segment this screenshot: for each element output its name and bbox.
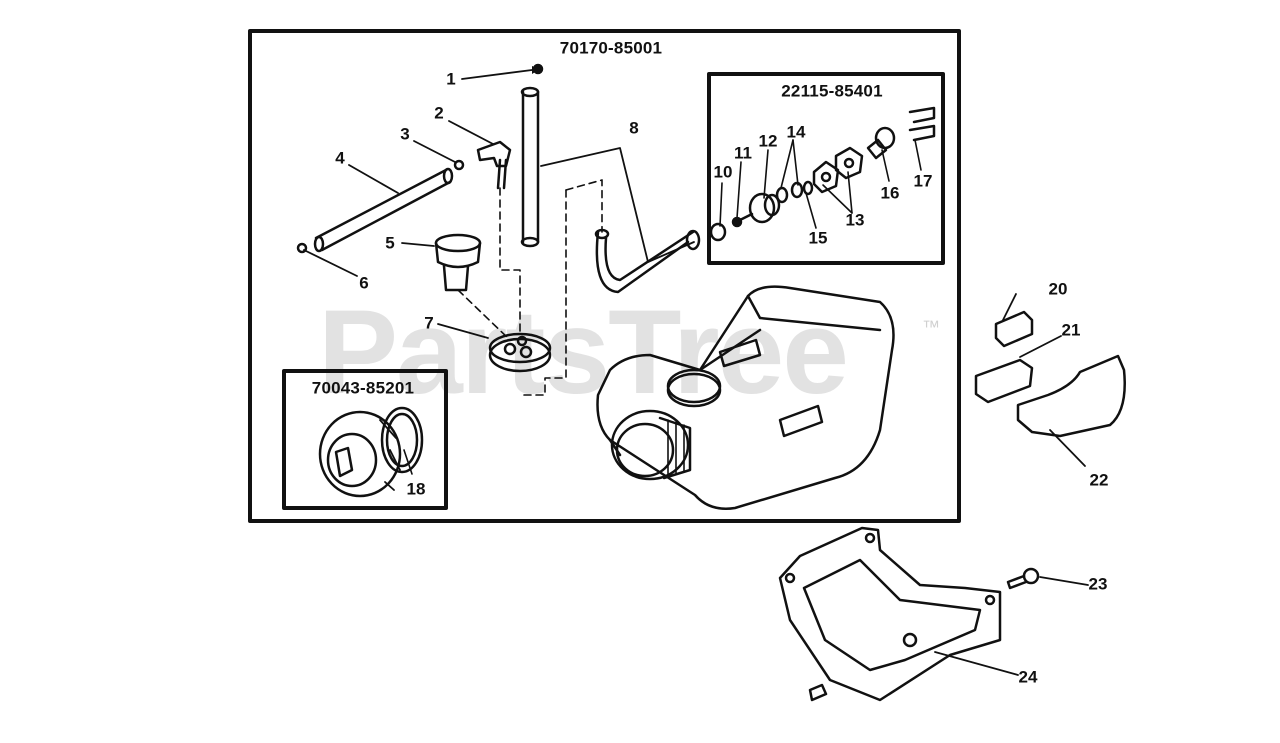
callout-17: 17 bbox=[913, 171, 933, 191]
part-8-tubes bbox=[520, 86, 701, 294]
callout-5: 5 bbox=[385, 233, 395, 253]
callout-3: 3 bbox=[400, 124, 410, 144]
part-1-plug bbox=[532, 63, 544, 75]
callout-7: 7 bbox=[424, 313, 434, 333]
part-24-frame bbox=[778, 526, 1002, 702]
valve-assembly-box bbox=[707, 72, 945, 265]
part-2-elbow bbox=[476, 140, 512, 190]
callout-16: 16 bbox=[880, 183, 900, 203]
part-17-clip bbox=[908, 106, 936, 142]
part-20-bracket bbox=[994, 310, 1034, 348]
part-13-knob-b bbox=[834, 146, 864, 180]
part-3-clip bbox=[453, 159, 465, 171]
part-21-plate bbox=[974, 358, 1034, 404]
part-18-gasket bbox=[380, 406, 424, 474]
valve-assembly-label: 22115-85401 bbox=[781, 81, 883, 101]
callout-10: 10 bbox=[713, 162, 733, 182]
callout-14: 14 bbox=[786, 122, 806, 142]
part-4-fuel-line bbox=[313, 167, 454, 253]
callout-12: 12 bbox=[758, 131, 778, 151]
callout-8: 8 bbox=[629, 118, 639, 138]
part-7-grommet bbox=[488, 332, 552, 373]
callout-20: 20 bbox=[1048, 279, 1068, 299]
part-14-o-ring-a bbox=[775, 186, 789, 204]
callout-2: 2 bbox=[434, 103, 444, 123]
part-18-cap bbox=[318, 410, 402, 498]
callout-22: 22 bbox=[1089, 470, 1109, 490]
tank-neck bbox=[610, 409, 692, 481]
callout-4: 4 bbox=[335, 148, 345, 168]
callout-11: 11 bbox=[734, 143, 752, 163]
watermark-trademark: ™ bbox=[922, 317, 940, 337]
callout-24: 24 bbox=[1018, 667, 1038, 687]
part-22-mount bbox=[1016, 354, 1126, 438]
callout-1: 1 bbox=[446, 69, 456, 89]
watermark: PartsTree bbox=[318, 285, 849, 419]
part-12-valve-body bbox=[738, 192, 781, 224]
callout-21: 21 bbox=[1061, 320, 1081, 340]
part-16-nut bbox=[866, 126, 896, 160]
part-23-bolt bbox=[1006, 567, 1040, 590]
part-14-o-ring-b bbox=[790, 181, 804, 199]
part-15-ring bbox=[802, 180, 814, 196]
part-6-clip bbox=[296, 242, 308, 254]
callout-15: 15 bbox=[808, 228, 828, 248]
cap-assembly-label: 70043-85201 bbox=[311, 378, 415, 398]
callout-13: 13 bbox=[845, 210, 865, 230]
callout-6: 6 bbox=[359, 273, 369, 293]
callout-23: 23 bbox=[1088, 574, 1108, 594]
part-10-washer bbox=[709, 222, 727, 242]
main-assembly-box bbox=[248, 29, 961, 523]
cap-assembly-box bbox=[282, 369, 448, 510]
part-5-filter bbox=[434, 233, 482, 292]
fuel-tank bbox=[596, 285, 895, 510]
main-assembly-label: 70170-85001 bbox=[559, 38, 663, 58]
callout-18: 18 bbox=[406, 479, 426, 499]
part-13-knob-a bbox=[812, 160, 840, 194]
